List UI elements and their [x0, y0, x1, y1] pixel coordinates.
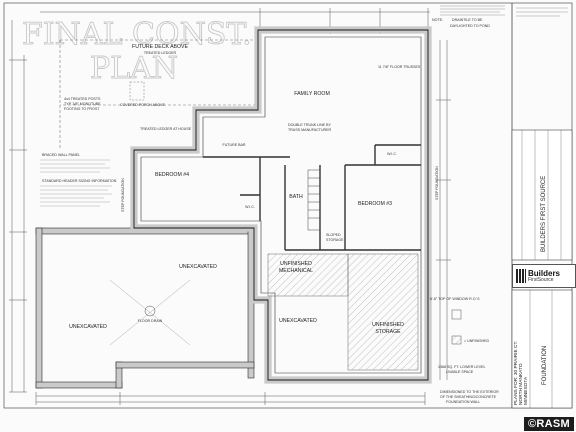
drain-note-2: DAYLIGHTED TO POND	[450, 24, 490, 28]
title-block	[40, 3, 573, 409]
step-foundation-left: STEP FOUNDATION	[121, 178, 125, 212]
unexcavated-label-1: UNEXCAVATED	[179, 264, 217, 270]
project-line-2: NORTH MANKATO	[518, 363, 524, 405]
joist-note-2: DOUBLE TRUNK LINE BY	[288, 123, 331, 127]
pier-note-1: 4x4 TREATED POSTS	[64, 97, 101, 101]
deck-label: FUTURE DECK ABOVE	[132, 44, 188, 50]
foundation-wall	[133, 29, 429, 381]
unexcavated-cross-2	[109, 279, 191, 346]
family-room-label: FAMILY ROOM	[294, 91, 330, 97]
sheet-title: FOUNDATION	[542, 346, 548, 385]
footnote-2: OF THE SHEATHING/CONCRETE	[440, 395, 497, 399]
bedroom-4-label: BEDROOM #4	[155, 172, 189, 178]
watermark-line-2: PLAN	[90, 51, 178, 86]
deck-sub-label: TREATED LEDGER	[144, 51, 177, 55]
livable-note-2: LIVABLE SPACE	[446, 370, 474, 374]
project-line-3: MINNESOTA	[523, 376, 529, 405]
bottom-dimension-lines	[35, 392, 426, 405]
logo-mark-icon	[516, 269, 526, 283]
logo-text: Builders FirstSource	[528, 268, 561, 283]
bedroom-3-label: BEDROOM #3	[358, 201, 392, 207]
stairs	[307, 169, 321, 231]
floor-drain-label: FLOOR DRAIN	[138, 319, 163, 323]
unexcavated-walls	[35, 227, 255, 389]
storage-hatch	[347, 253, 419, 371]
left-dimension-lines	[9, 20, 27, 393]
project-line-1: PLANS FOR: 30 PRAIRIE CT.	[513, 341, 519, 405]
legend-box	[451, 309, 462, 320]
joist-note-3: TRUSS MANUFACTURER	[288, 128, 332, 132]
ledger-note: TREATED LEDGER AT HOUSE	[140, 127, 192, 131]
braced-wall-note: BRACED WALL PANEL	[42, 153, 80, 157]
floor-drain-symbol	[144, 305, 156, 317]
livable-note-1: 1368 SQ. FT. LOWER LEVEL	[438, 365, 486, 369]
drain-note-1: DRAINTILE TO BE	[452, 18, 483, 22]
step-foundation-right: STEP FOUNDATION	[435, 166, 439, 200]
mechanical-label-2: MECHANICAL	[279, 268, 313, 274]
pier-note-3: FOOTING TO FROST	[64, 107, 100, 111]
footnote-1: DIMENSIONED TO THE EXTERIOR	[440, 390, 499, 394]
drain-note-title: NOTE:	[432, 18, 443, 22]
logo-subtitle: FirstSource	[528, 276, 554, 283]
storage-label-1: UNFINISHED	[372, 322, 404, 328]
logo-name: Builders	[528, 268, 561, 278]
porch-note: COVERED PORCH ABOVE	[120, 103, 166, 107]
unexcavated-label-2: UNEXCAVATED	[69, 324, 107, 330]
wic-right-label: W.I.C.	[387, 152, 397, 156]
sloped-note: SLOPED	[326, 233, 341, 237]
bath-label: BATH	[289, 194, 303, 200]
wic-left-label: W.I.C.	[245, 205, 255, 209]
future-bar-label: FUTURE BAR	[223, 143, 246, 147]
mechanical-label-1: UNFINISHED	[280, 261, 312, 267]
footnote-3: FOUNDATION WALL	[446, 400, 480, 404]
builders-logo: Builders FirstSource	[512, 264, 576, 288]
joist-note-1: 11 7/8" FLOOR TRUSSES	[378, 65, 421, 69]
credit-badge: ©RASM	[524, 417, 574, 431]
covered-porch-outline	[129, 81, 145, 101]
header-note: STANDARD HEADER SIZING INFORMATION	[42, 179, 117, 183]
window-note: 6'-8" TOP OF WINDOW R.O.'S	[430, 297, 480, 301]
mechanical-hatch	[267, 253, 349, 297]
unexcavated-label-3: UNEXCAVATED	[279, 318, 317, 324]
right-dimension-lines	[436, 40, 451, 380]
company-name: BUILDERS FIRST SOURCE	[541, 176, 547, 252]
storage-note: STORAGE	[326, 238, 344, 242]
storage-label-2: STORAGE	[375, 329, 401, 335]
legend-text: = UNFINISHED	[464, 339, 489, 343]
unfinished-legend-swatch	[451, 335, 462, 345]
pier-note-2: TYP. 3/8" MONOTUBE	[64, 102, 101, 106]
